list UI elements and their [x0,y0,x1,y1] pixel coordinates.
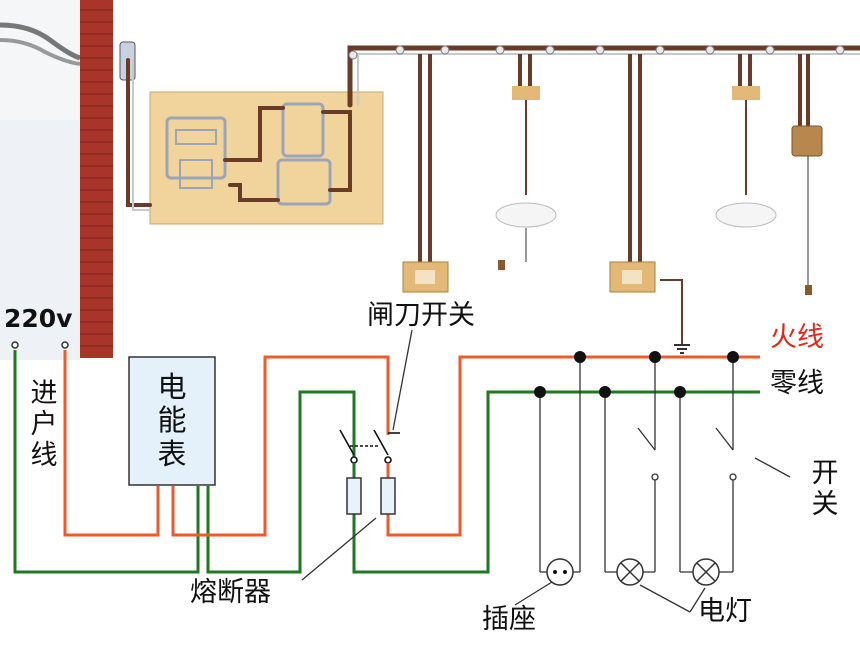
ground-icon [674,344,690,354]
terminal-neutral [11,341,19,349]
terminal-live [61,341,69,349]
fuse-symbol [346,477,362,515]
socket-label: 插座 [482,604,536,635]
lamp-symbol [692,558,720,586]
switch-contact [651,473,659,481]
brick-wall [80,0,113,358]
lamp-illustration [715,86,777,228]
junction-dots [534,351,739,398]
fuse-label: 熔断器 [190,577,271,608]
live-wire-label: 火线 [770,322,824,353]
incoming-line-label: 进户线 [30,378,58,472]
socket-symbol [546,558,574,586]
schematic [11,329,791,613]
live-wire [63,350,760,537]
neutral-wire [13,350,760,574]
switch-contact [729,473,737,481]
lamp-illustration [495,86,557,228]
lamp-label: 电灯 [698,596,752,627]
lamp-symbol [616,558,644,586]
knife-switch-label: 闸刀开关 [367,300,475,331]
house-wiring-illustration [0,0,860,360]
meter-label: 电能表 [157,370,187,471]
neutral-wire-label: 零线 [770,368,824,399]
voltage-label: 220v [4,304,73,333]
fuse-symbol [380,477,396,515]
energy-meter-box [128,356,216,486]
switch-label: 开关 [811,458,839,521]
knife-switch-symbol [339,429,400,478]
